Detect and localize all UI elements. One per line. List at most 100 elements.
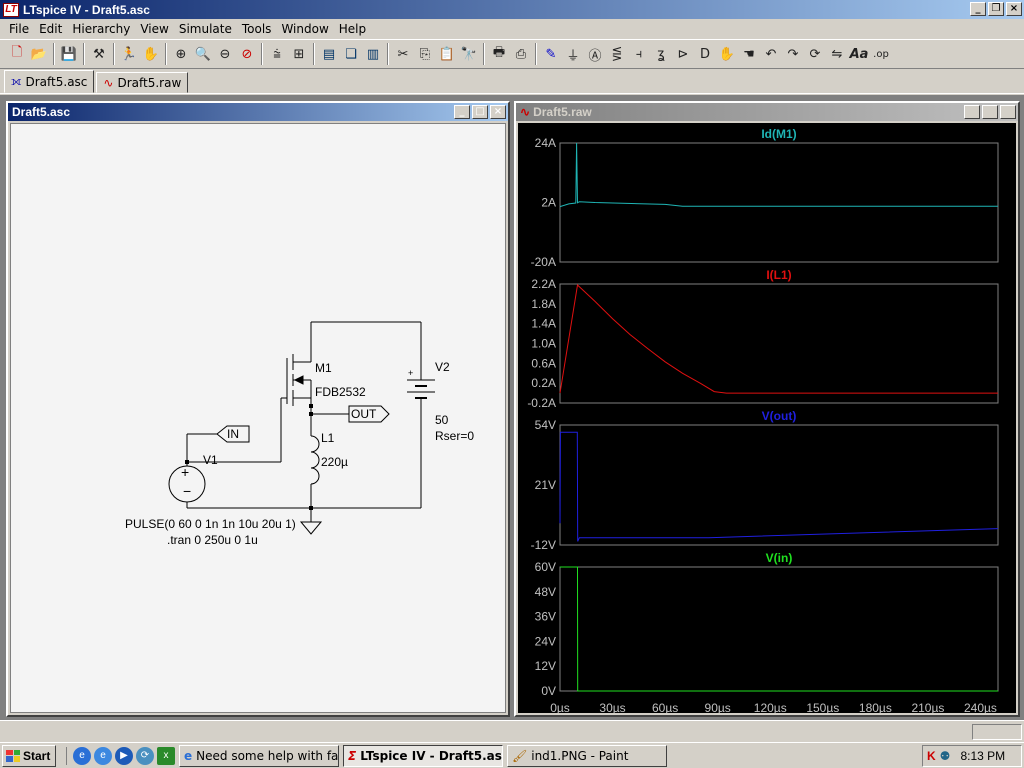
label-icon[interactable]: Ⓐ (588, 48, 602, 64)
tab-draft5-asc[interactable]: ⟗ Draft5.asc (4, 70, 95, 93)
net-label-in-shape (216, 425, 250, 443)
menu-window[interactable]: Window (281, 21, 329, 36)
copy-icon[interactable]: ⎘ (419, 46, 431, 62)
close-button[interactable]: × (490, 105, 506, 119)
minimize-button[interactable]: _ (970, 2, 986, 16)
toolbar-separator (483, 43, 485, 65)
tile-horizontal-icon[interactable]: ▤ (322, 46, 336, 62)
internet-explorer-icon[interactable]: e (73, 746, 91, 765)
drag-icon[interactable]: ☚ (743, 46, 755, 62)
y-tick-label: 24A (535, 136, 556, 150)
save-icon[interactable]: 💾 (60, 46, 78, 62)
y-tick-label: 36V (535, 610, 556, 624)
grid-icon[interactable]: ⊞ (293, 46, 305, 62)
x-tick-label: 210µs (911, 701, 944, 713)
maximize-button[interactable]: □ (472, 105, 488, 119)
close-button[interactable]: × (1000, 105, 1016, 119)
antivirus-icon[interactable]: K (927, 749, 936, 763)
undo-icon[interactable]: ↶ (765, 46, 777, 62)
y-tick-label: 54V (535, 418, 556, 432)
diode-icon[interactable]: ⊳ (677, 46, 689, 62)
restore-button[interactable]: ❐ (988, 2, 1004, 16)
zoom-out-icon[interactable]: ⊖ (219, 46, 231, 62)
window-title: LTspice IV - Draft5.asc (23, 2, 150, 17)
zoom-cancel-icon[interactable]: ⊘ (241, 46, 253, 62)
schematic-canvas[interactable]: + − + M1 FDB2532 L1 220µ V2 50 Rser=0 V1… (10, 123, 506, 713)
menu-edit[interactable]: Edit (39, 21, 63, 36)
menu-tools[interactable]: Tools (241, 21, 272, 36)
minimize-button[interactable]: _ (454, 105, 470, 119)
status-pane (972, 724, 1022, 740)
wire-icon[interactable]: ✎ (545, 46, 557, 62)
menu-file[interactable]: File (9, 21, 30, 36)
battery-symbol (407, 364, 435, 508)
control-panel-icon[interactable]: ⚒ (93, 46, 105, 62)
open-schematic-icon[interactable]: 🗋 (11, 45, 23, 60)
print-icon[interactable]: ⎙ (515, 46, 527, 62)
y-tick-label: 24V (535, 634, 556, 648)
trace-line (559, 283, 998, 394)
ground-icon[interactable]: ⏚ (566, 48, 580, 64)
cut-icon[interactable]: ✂ (397, 46, 409, 62)
toolbar-separator (53, 43, 55, 65)
minimize-button[interactable]: _ (964, 105, 980, 119)
taskbar-item-paint[interactable]: 🖌 ind1.PNG - Paint (507, 744, 667, 767)
schematic-icon: ⟗ (11, 74, 22, 88)
waveform-window-title-bar[interactable]: ∿ Draft5.raw _ □ × (516, 103, 1018, 121)
sync-icon[interactable]: ⟳ (136, 746, 154, 765)
close-button[interactable]: × (1006, 2, 1022, 16)
toolbar-separator (387, 43, 389, 65)
x-tick-label: 240µs (964, 701, 997, 713)
component-icon[interactable]: D (699, 46, 710, 62)
taskbar-item-ltspice[interactable]: Ʃ LTspice IV - Draft5.asc (343, 744, 503, 767)
v2-value: 50 (435, 413, 449, 427)
move-icon[interactable]: ✋ (718, 46, 736, 62)
find-icon[interactable]: 🔭 (460, 46, 478, 62)
run-icon[interactable]: 🏃 (120, 46, 138, 62)
excel-icon[interactable]: x (157, 746, 175, 765)
network-user-icon[interactable]: ⚉ (939, 749, 951, 763)
print-setup-icon[interactable]: 🖶 (492, 45, 506, 60)
zoom-area-icon[interactable]: 🔍 (194, 46, 212, 62)
text-icon[interactable]: Aa (849, 46, 869, 62)
battery-plus-sign: + (408, 368, 413, 378)
menu-simulate[interactable]: Simulate (178, 21, 232, 36)
y-tick-label: 1.0A (531, 337, 556, 351)
media-player-icon[interactable]: ▶ (115, 746, 133, 765)
redo-icon[interactable]: ↷ (787, 46, 799, 62)
tile-vertical-icon[interactable]: ▥ (366, 46, 380, 62)
paste-icon[interactable]: 📋 (438, 46, 456, 62)
x-tick-label: 180µs (859, 701, 892, 713)
cascade-icon[interactable]: ❏ (345, 46, 357, 62)
schematic-window-title-bar[interactable]: Draft5.asc _ □ × (8, 103, 508, 121)
rotate-icon[interactable]: ⟳ (809, 46, 821, 62)
menu-hierarchy[interactable]: Hierarchy (72, 21, 131, 36)
start-button[interactable]: Start (2, 744, 56, 767)
l1-value: 220µ (321, 455, 348, 469)
capacitor-icon[interactable]: ⫞ (635, 46, 643, 62)
ie-alt-icon[interactable]: e (94, 746, 112, 765)
x-tick-label: 150µs (806, 701, 839, 713)
tab-draft5-raw[interactable]: ∿ Draft5.raw (96, 72, 189, 93)
menu-view[interactable]: View (140, 21, 169, 36)
taskbar-item-browser[interactable]: e Need some help with fas... (179, 744, 339, 767)
inductor-icon[interactable]: ʓ (657, 46, 665, 62)
y-tick-label: -12V (531, 538, 556, 552)
l1-name: L1 (321, 431, 335, 445)
mirror-icon[interactable]: ⇋ (831, 46, 843, 62)
maximize-button[interactable]: □ (982, 105, 998, 119)
autorange-icon[interactable]: ⩭ (273, 46, 281, 62)
pan-icon[interactable]: ✋ (142, 46, 160, 62)
menu-help[interactable]: Help (338, 21, 367, 36)
schematic-window[interactable]: Draft5.asc _ □ × (6, 101, 510, 717)
resistor-icon[interactable]: ⋚ (611, 46, 623, 62)
spice-directive-icon[interactable]: .op (873, 48, 889, 60)
junction-dot (309, 412, 313, 416)
clock: 8:13 PM (960, 749, 1006, 763)
open-file-icon[interactable]: 📂 (30, 46, 48, 62)
zoom-in-icon[interactable]: ⊕ (175, 46, 187, 62)
